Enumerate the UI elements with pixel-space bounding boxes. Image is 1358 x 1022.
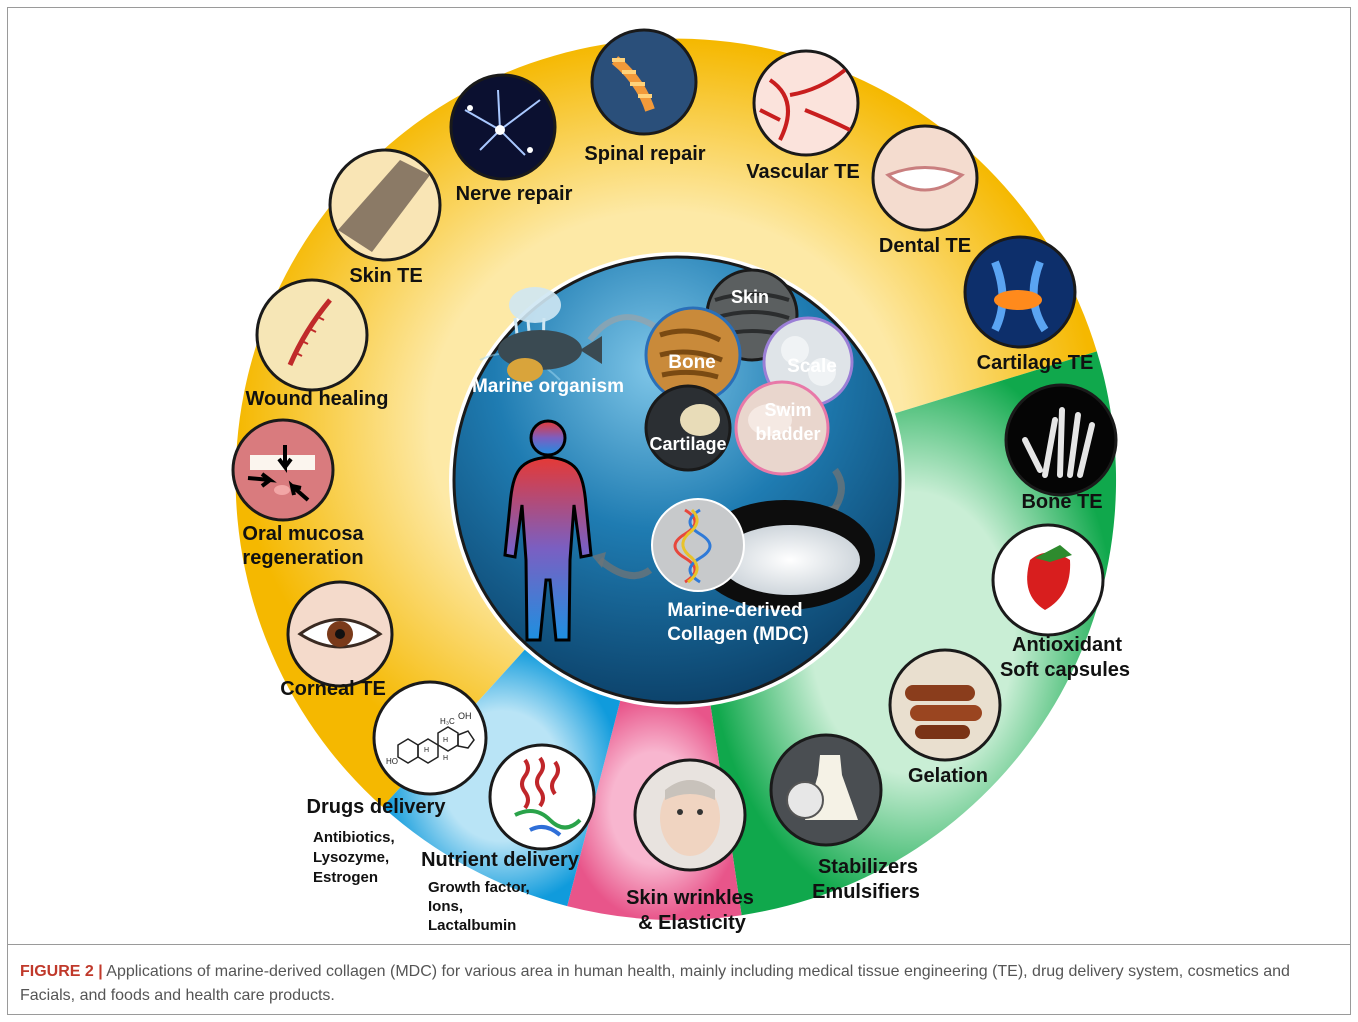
stabilizers-label-1: Stabilizers xyxy=(818,856,918,878)
part-cartilage: Cartilage xyxy=(646,386,730,470)
steroid-ch3-label: H₃C xyxy=(440,717,455,726)
figure-caption: FIGURE 2 | Applications of marine-derive… xyxy=(20,960,1330,1008)
part-bone-label: Bone xyxy=(668,352,716,373)
caption-lead: FIGURE 2 | xyxy=(20,963,103,980)
nutrient-item-label: Ions, xyxy=(428,898,463,915)
drugs-delivery-label: Drugs delivery xyxy=(307,796,447,818)
cosmetics-label-1: Skin wrinkles xyxy=(626,887,754,909)
drugs-item-label: Estrogen xyxy=(313,869,378,886)
steroid-h-label: H xyxy=(424,747,429,754)
corneal-te-label: Corneal TE xyxy=(280,678,386,700)
nerve-repair-label: Nerve repair xyxy=(456,183,573,205)
nutrient-delivery-label: Nutrient delivery xyxy=(421,849,580,871)
oral-mucosa-label-1: Oral mucosa xyxy=(242,523,364,545)
nutrient-item-label: Lactalbumin xyxy=(428,917,516,934)
gelation-label: Gelation xyxy=(908,765,988,787)
marine-organism-label: Marine organism xyxy=(472,376,624,397)
mdc-label-line2: Collagen (MDC) xyxy=(667,624,808,645)
bone-te-item: Bone TE xyxy=(1006,385,1116,513)
steroid-oh-label: OH xyxy=(458,711,472,721)
oral-mucosa-label-2: regeneration xyxy=(242,547,363,569)
cosmetics-label-2: & Elasticity xyxy=(638,912,747,934)
dental-te-label: Dental TE xyxy=(879,235,971,257)
drugs-item-label: Antibiotics, xyxy=(313,829,395,846)
vascular-te-label: Vascular TE xyxy=(746,161,859,183)
cartilage-te-item: Cartilage TE xyxy=(965,237,1093,374)
steroid-h-label: H xyxy=(443,737,448,744)
stabilizers-label-2: Emulsifiers xyxy=(812,881,920,903)
cosmetics-item: Skin wrinkles & Elasticity xyxy=(626,760,754,934)
mdc-label-line1: Marine-derived xyxy=(667,600,802,621)
nutrient-item-label: Growth factor, xyxy=(428,879,530,896)
part-scale-label: Scale xyxy=(787,356,837,377)
caption-divider xyxy=(7,944,1351,945)
antioxidant-label-2: Soft capsules xyxy=(1000,659,1130,681)
caption-text: Applications of marine-derived collagen … xyxy=(20,963,1290,1004)
bone-te-label: Bone TE xyxy=(1021,491,1102,513)
cartilage-te-label: Cartilage TE xyxy=(977,352,1094,374)
dental-te-item: Dental TE xyxy=(873,126,977,257)
part-skin-label: Skin xyxy=(731,287,769,307)
spinal-repair-label: Spinal repair xyxy=(584,143,705,165)
part-swim-bladder: Swim bladder xyxy=(736,382,828,474)
skin-te-label: Skin TE xyxy=(349,265,422,287)
vascular-te-image xyxy=(754,51,858,155)
vascular-te-item: Vascular TE xyxy=(746,51,859,183)
wound-healing-image xyxy=(257,280,367,390)
jellyfish-shape xyxy=(509,287,561,323)
steroid-h-label: H xyxy=(443,755,448,762)
drugs-item-label: Lysozyme, xyxy=(313,849,389,866)
antioxidant-label-1: Antioxidant xyxy=(1012,634,1122,656)
part-cartilage-label: Cartilage xyxy=(649,434,726,454)
wound-healing-label: Wound healing xyxy=(246,388,389,410)
collagen-applications-diagram: Marine organism Skin Bone Scale Swim bla… xyxy=(0,0,1358,944)
steroid-ho-label: HO xyxy=(386,757,398,766)
steroid-structure-image xyxy=(374,682,486,794)
part-swim-label-2: bladder xyxy=(755,424,820,444)
part-swim-label-1: Swim xyxy=(764,400,811,420)
